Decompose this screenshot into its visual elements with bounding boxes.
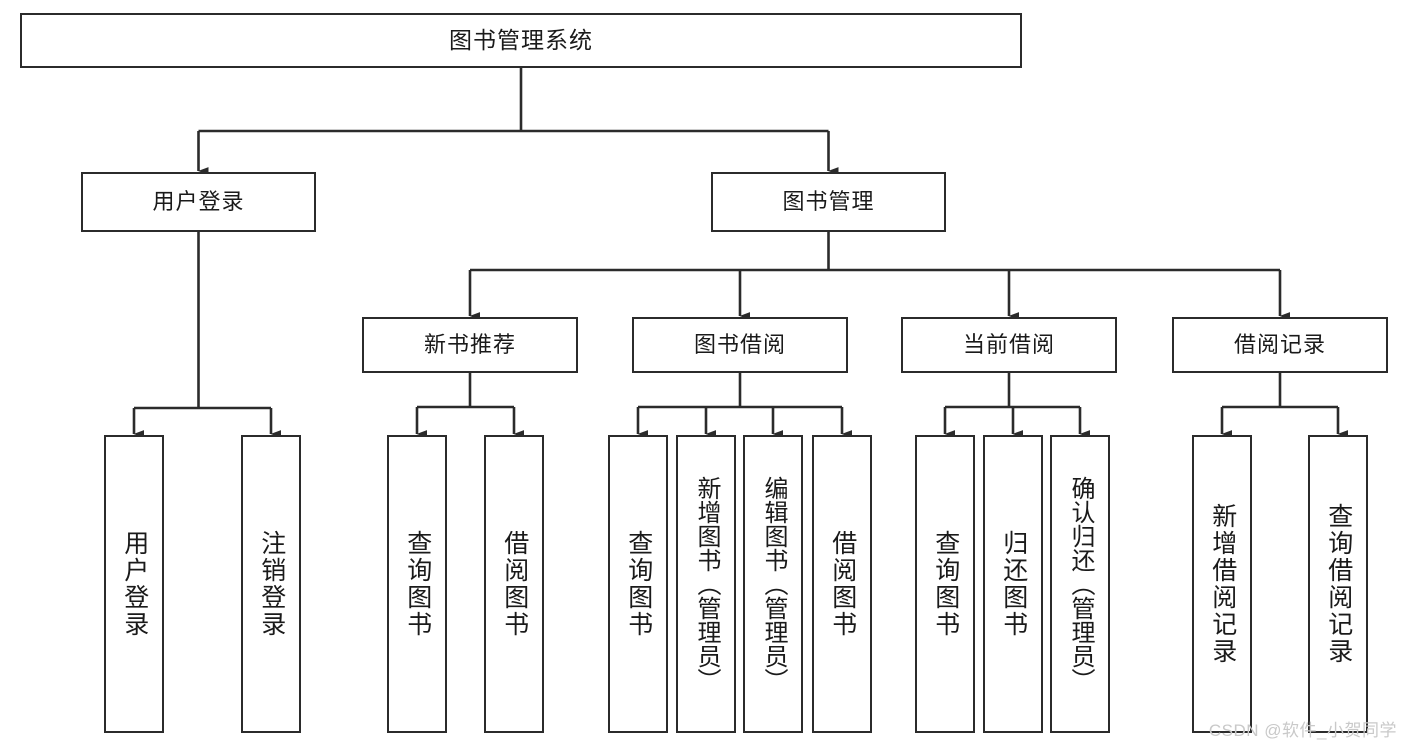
node-label: 用户登录 [152, 189, 245, 215]
node-leaf-query-book-2[interactable]: 查询图书 [608, 435, 668, 733]
node-label: 新增借阅记录 [1208, 503, 1237, 665]
node-book-borrow[interactable]: 图书借阅 [632, 317, 848, 373]
node-label: 用户登录 [120, 530, 149, 638]
node-label: 查询借阅记录 [1324, 503, 1353, 665]
node-leaf-query-record[interactable]: 查询借阅记录 [1308, 435, 1368, 733]
node-user-login[interactable]: 用户登录 [81, 172, 316, 232]
node-label: 查询图书 [931, 530, 960, 638]
node-label: 借阅记录 [1233, 332, 1326, 358]
node-label: 图书管理系统 [449, 27, 593, 54]
node-label: 新增图书（管理员） [693, 476, 720, 692]
node-borrow-record[interactable]: 借阅记录 [1172, 317, 1388, 373]
node-leaf-user-login[interactable]: 用户登录 [104, 435, 164, 733]
node-label: 当前借阅 [962, 332, 1055, 358]
node-leaf-logout[interactable]: 注销登录 [241, 435, 301, 733]
node-label: 图书管理 [782, 189, 875, 215]
node-book-manage[interactable]: 图书管理 [711, 172, 946, 232]
node-leaf-confirm-return[interactable]: 确认归还（管理员） [1050, 435, 1110, 733]
node-leaf-query-book-3[interactable]: 查询图书 [915, 435, 975, 733]
node-label: 借阅图书 [500, 530, 529, 638]
node-label: 查询图书 [403, 530, 432, 638]
node-root[interactable]: 图书管理系统 [20, 13, 1022, 68]
node-leaf-borrow-book-2[interactable]: 借阅图书 [812, 435, 872, 733]
node-label: 注销登录 [257, 530, 286, 638]
node-leaf-add-record[interactable]: 新增借阅记录 [1192, 435, 1252, 733]
node-new-book-recommend[interactable]: 新书推荐 [362, 317, 578, 373]
node-label: 确认归还（管理员） [1067, 476, 1094, 692]
node-label: 编辑图书（管理员） [760, 476, 787, 692]
node-leaf-query-book-1[interactable]: 查询图书 [387, 435, 447, 733]
node-label: 新书推荐 [423, 332, 516, 358]
node-current-borrow[interactable]: 当前借阅 [901, 317, 1117, 373]
node-leaf-borrow-book-1[interactable]: 借阅图书 [484, 435, 544, 733]
node-label: 借阅图书 [828, 530, 857, 638]
node-label: 图书借阅 [693, 332, 786, 358]
node-leaf-add-book[interactable]: 新增图书（管理员） [676, 435, 736, 733]
watermark: CSDN @软件_小贺同学 [1208, 721, 1397, 740]
node-label: 归还图书 [999, 530, 1028, 638]
node-leaf-edit-book[interactable]: 编辑图书（管理员） [743, 435, 803, 733]
node-leaf-return-book[interactable]: 归还图书 [983, 435, 1043, 733]
node-label: 查询图书 [624, 530, 653, 638]
